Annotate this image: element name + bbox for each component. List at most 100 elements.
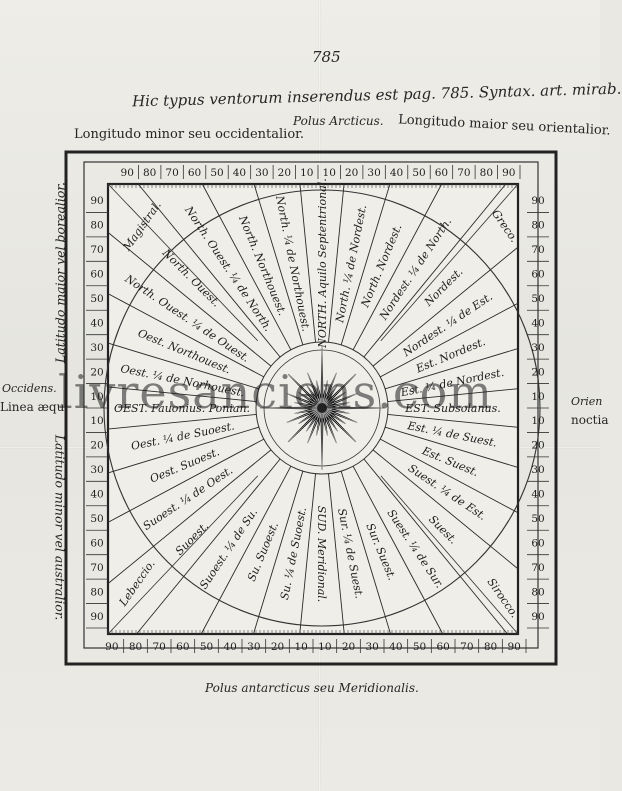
- right-tick-11: 30: [531, 464, 544, 476]
- wind-divider-15: [328, 473, 345, 635]
- wind-label-16: SUD. Meridional.: [315, 506, 328, 603]
- corner-diagonal-1: [380, 183, 519, 342]
- star-ray-30: [307, 372, 323, 409]
- bottom-tick-4: 50: [200, 641, 213, 653]
- outer-border: [64, 150, 558, 666]
- bottom-tick-17: 90: [507, 641, 520, 653]
- wind-divider-9: [385, 426, 519, 468]
- corner-diagonal-0: [107, 183, 259, 342]
- wind-divider-8: [387, 414, 519, 428]
- right-tick-14: 60: [531, 537, 544, 549]
- star-ray-20: [287, 407, 323, 443]
- bottom-tick-1: 80: [129, 641, 142, 653]
- bottom-tick-14: 60: [436, 641, 449, 653]
- top-tick-5: 40: [233, 167, 246, 179]
- left-tick-5: 40: [90, 317, 103, 329]
- top-tick-16: 80: [480, 167, 493, 179]
- star-center: [317, 403, 327, 413]
- wind-divider-2: [352, 183, 443, 351]
- wind-divider-26: [107, 293, 265, 378]
- star-ray-12: [321, 407, 357, 443]
- wind-rays: [107, 183, 519, 635]
- right-tick-10: 20: [531, 440, 544, 452]
- left-tick-1: 80: [90, 220, 103, 232]
- right-tick-9: 10: [531, 415, 544, 427]
- wind-divider-5: [379, 302, 519, 378]
- top-tick-1: 80: [143, 167, 156, 179]
- wind-divider-10: [379, 438, 519, 514]
- top-tick-4: 50: [210, 167, 223, 179]
- wind-rose-diagram: 90 80 70 60 50 40 30 20 10 10 20 30 40 50 60 70 80 90 90 80…: [64, 150, 558, 666]
- wind-divider-23: [107, 414, 257, 430]
- wind-divider-13: [352, 465, 444, 635]
- equator-line-label-left: Linea æqu: [0, 400, 65, 414]
- bottom-caption: Polus antarcticus seu Meridionalis.: [205, 681, 419, 695]
- wind-divider-18: [200, 465, 292, 635]
- star-ray-28: [287, 373, 323, 409]
- top-tick-13: 50: [412, 167, 425, 179]
- bottom-tick-16: 80: [484, 641, 497, 653]
- top-tick-7: 20: [278, 167, 291, 179]
- corner-diagonal-2: [380, 475, 519, 635]
- top-tick-8: 10: [300, 167, 313, 179]
- watermark: livresanciens.com: [58, 365, 493, 419]
- wind-divider-25: [107, 342, 259, 390]
- star-ray-10: [321, 407, 358, 423]
- wind-label-0: NORTH. Aquilo Septentrional.: [316, 178, 329, 348]
- top-tick-11: 30: [367, 167, 380, 179]
- star-ray-22: [286, 407, 323, 423]
- wind-divider-1: [340, 183, 391, 345]
- left-tick-0: 90: [90, 195, 103, 207]
- wind-divider-21: [107, 438, 265, 523]
- wind-label-8: EST. Subsolanus.: [404, 402, 501, 415]
- star-ray-6: [321, 393, 358, 409]
- right-tick-15: 70: [531, 562, 544, 574]
- wind-divider-27: [107, 232, 272, 367]
- wind-divider-0: [328, 183, 345, 343]
- left-tick-3: 60: [90, 269, 103, 281]
- top-tick-2: 70: [165, 167, 178, 179]
- bottom-tick-15: 70: [460, 641, 473, 653]
- top-tick-3: 60: [188, 167, 201, 179]
- wind-divider-20: [107, 449, 272, 584]
- bottom-tick-11: 30: [365, 641, 378, 653]
- corner-diagonal-3: [107, 475, 259, 635]
- wind-divider-7: [387, 388, 519, 402]
- compass-star: [259, 345, 385, 471]
- right-tick-8: 10: [531, 391, 544, 403]
- right-tick-5: 40: [531, 317, 544, 329]
- wind-divider-31: [299, 183, 316, 343]
- equator-line-label-right: noctia: [571, 413, 609, 427]
- bottom-tick-10: 20: [342, 641, 355, 653]
- top-tick-9: 10: [323, 167, 336, 179]
- bottom-tick-9: 10: [318, 641, 331, 653]
- left-tick-9: 10: [90, 415, 103, 427]
- inner-circle: [255, 341, 389, 475]
- left-tick-6: 30: [90, 342, 103, 354]
- left-tick-10: 20: [90, 440, 103, 452]
- top-left-caption: Longitudo minor seu occidentalior.: [74, 127, 305, 142]
- page-number: 785: [312, 48, 341, 66]
- wind-divider-29: [201, 183, 292, 351]
- star-ray-18: [307, 407, 323, 444]
- right-tick-17: 90: [531, 611, 544, 623]
- top-tick-10: 20: [345, 167, 358, 179]
- left-tick-8: 10: [90, 391, 103, 403]
- bottom-tick-5: 40: [223, 641, 236, 653]
- star-ray-4: [321, 373, 357, 409]
- west-label: Occidens.: [2, 382, 57, 395]
- right-tick-16: 80: [531, 586, 544, 598]
- right-tick-0: 90: [531, 195, 544, 207]
- wind-divider-28: [137, 183, 281, 358]
- left-tick-15: 70: [90, 562, 103, 574]
- bottom-tick-0: 90: [105, 641, 118, 653]
- wind-divider-12: [363, 458, 508, 635]
- bottom-tick-8: 10: [294, 641, 307, 653]
- middle-border: [83, 161, 539, 649]
- top-tick-6: 30: [255, 167, 268, 179]
- right-tick-6: 30: [531, 342, 544, 354]
- bottom-tick-7: 20: [271, 641, 284, 653]
- wind-divider-30: [253, 183, 304, 345]
- wind-divider-24: [107, 386, 257, 402]
- wind-divider-6: [385, 348, 519, 390]
